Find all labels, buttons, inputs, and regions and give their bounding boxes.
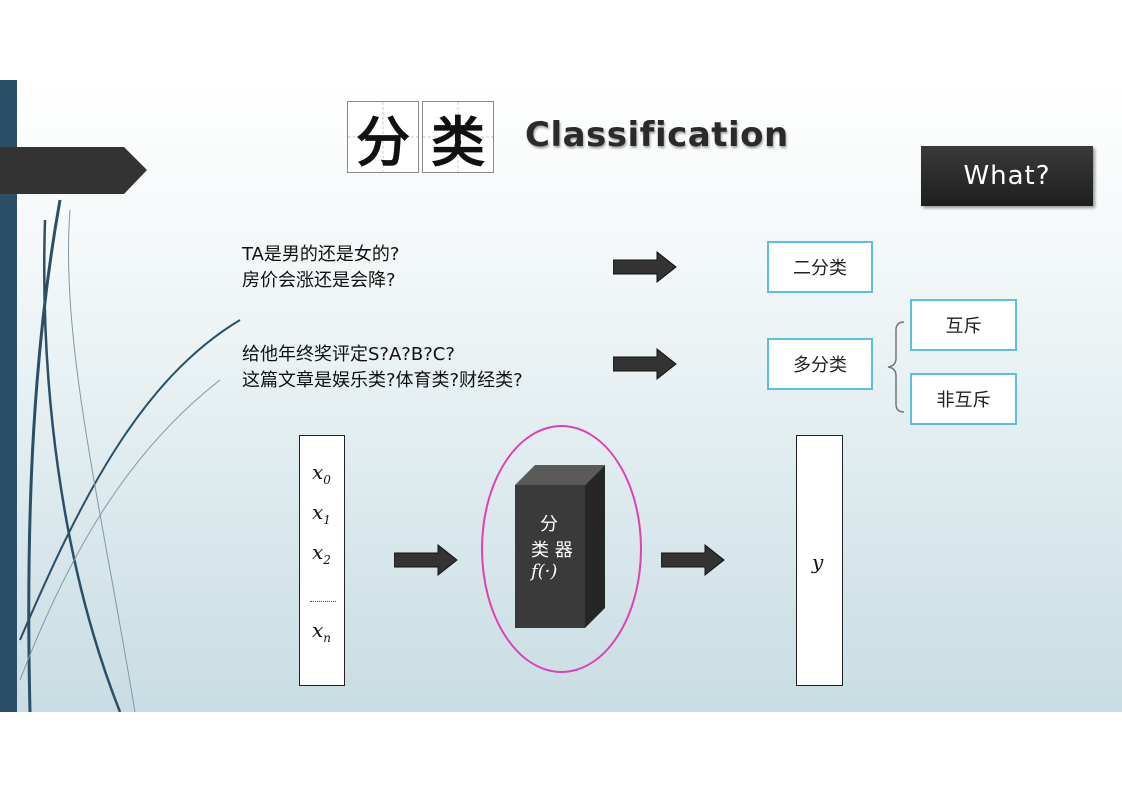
- what-label-box: What?: [921, 146, 1093, 206]
- decorative-curves: [19, 199, 241, 712]
- input-xn: xn: [312, 618, 332, 645]
- arrow-to-output: [661, 544, 725, 576]
- input-x0: x0: [312, 460, 331, 487]
- binary-question-2: 房价会涨还是会降?: [242, 270, 396, 291]
- binary-questions: TA是男的还是女的? 房价会涨还是会降?: [242, 242, 399, 294]
- multi-classification-box: 多分类: [767, 338, 873, 390]
- title-char-box-1: 分: [347, 101, 419, 174]
- arrow-to-binary: [613, 251, 677, 283]
- input-x2: x2: [312, 540, 331, 567]
- arrow-to-multi: [613, 348, 677, 380]
- arrow-to-classifier: [394, 544, 458, 576]
- title-char-2: 类: [431, 110, 485, 174]
- output-y: y: [812, 550, 824, 574]
- input-vector-box: [299, 435, 345, 686]
- classifier-block: [515, 465, 605, 628]
- tab-banner: [0, 147, 147, 194]
- binary-classification-box: 二分类: [767, 241, 873, 293]
- multi-question-1: 给他年终奖评定S?A?B?C?: [242, 344, 455, 365]
- ellipsis-dots: [310, 601, 336, 602]
- title-char-1: 分: [356, 110, 410, 174]
- classifier-highlight-ellipse: [481, 425, 642, 673]
- exclusive-box: 互斥: [910, 299, 1017, 351]
- binary-question-1: TA是男的还是女的?: [242, 244, 400, 265]
- brace-connector: [887, 321, 905, 413]
- multi-questions: 给他年终奖评定S?A?B?C? 这篇文章是娱乐类?体育类?财经类?: [242, 342, 523, 394]
- classifier-label-1: 分: [540, 514, 558, 535]
- input-x1: x1: [312, 500, 331, 527]
- left-accent-bar: [0, 80, 17, 712]
- title-char-box-2: 类: [422, 101, 494, 174]
- non-exclusive-box: 非互斥: [910, 373, 1017, 425]
- output-vector-box: [796, 435, 843, 686]
- title-english: Classification: [525, 115, 789, 155]
- classifier-label-2: 类 器: [531, 540, 573, 561]
- multi-question-2: 这篇文章是娱乐类?体育类?财经类?: [242, 370, 523, 391]
- classifier-function: f(·): [531, 561, 558, 582]
